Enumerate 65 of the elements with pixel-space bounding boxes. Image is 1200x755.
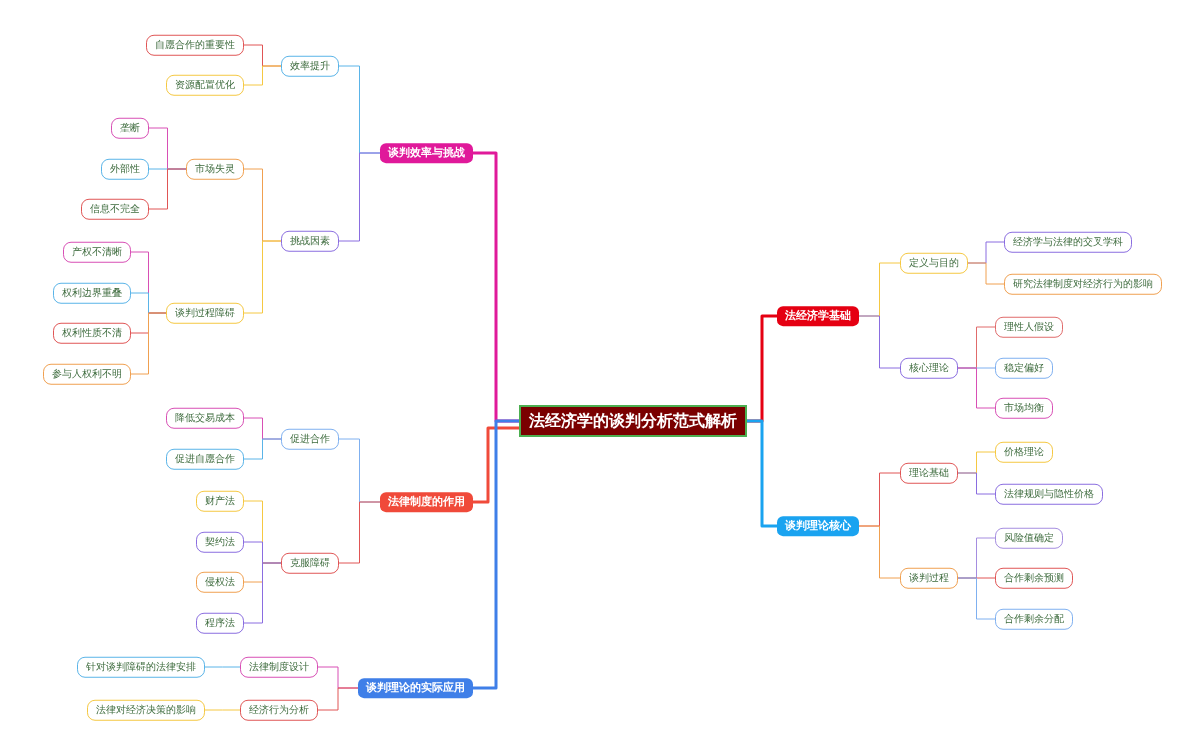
subtopic-box: 克服障碍: [281, 552, 339, 574]
subtopic-box: 核心理论: [900, 357, 958, 379]
subtopic-box: 价格理论: [995, 441, 1053, 463]
connector-line: [130, 312, 167, 375]
main-topic: 谈判效率与挑战: [380, 143, 473, 163]
subtopic-box: 产权不清晰: [63, 241, 131, 263]
connector-line: [747, 419, 777, 528]
connector-line: [338, 501, 381, 564]
subtopic-box: 垄断: [111, 117, 149, 139]
subtopic-box: 针对谈判障碍的法律安排: [77, 656, 205, 678]
connector-line: [243, 562, 282, 624]
subtopic-box: 法律规则与隐性价格: [995, 483, 1103, 505]
connector-line: [957, 472, 996, 495]
subtopic-box: 风险值确定: [995, 527, 1063, 549]
connector-line: [243, 438, 282, 460]
subtopic-box: 法律制度设计: [240, 656, 318, 678]
subtopic-box: 权利边界重叠: [53, 282, 131, 304]
subtopic-box: 合作剩余预测: [995, 567, 1073, 589]
subtopic-box: 程序法: [196, 612, 244, 634]
connector-line: [204, 666, 241, 668]
subtopic-box: 理性人假设: [995, 316, 1063, 338]
subtopic-box: 契约法: [196, 531, 244, 553]
connector-line: [338, 152, 381, 242]
subtopic-box: 市场失灵: [186, 158, 244, 180]
connector-line: [957, 577, 996, 620]
main-topic: 谈判理论核心: [777, 516, 859, 536]
main-topic: 法经济学基础: [777, 306, 859, 326]
subtopic-box: 谈判过程: [900, 567, 958, 589]
subtopic-box: 定义与目的: [900, 252, 968, 274]
connector-line: [473, 419, 519, 690]
connector-line: [473, 426, 519, 504]
subtopic-box: 法律对经济决策的影响: [87, 699, 205, 721]
connector-line: [858, 315, 901, 369]
connector-line: [243, 65, 282, 86]
subtopic-box: 信息不完全: [81, 198, 149, 220]
subtopic-box: 自愿合作的重要性: [146, 34, 244, 56]
connector-line: [957, 367, 996, 409]
subtopic-box: 降低交易成本: [166, 407, 244, 429]
subtopic-box: 市场均衡: [995, 397, 1053, 419]
connector-line: [204, 709, 241, 711]
subtopic-box: 挑战因素: [281, 230, 339, 252]
connector-line: [317, 687, 359, 711]
connector-line: [243, 240, 282, 314]
subtopic-box: 合作剩余分配: [995, 608, 1073, 630]
subtopic-box: 研究法律制度对经济行为的影响: [1004, 273, 1162, 295]
subtopic-box: 参与人权利不明: [43, 363, 131, 385]
subtopic-box: 经济行为分析: [240, 699, 318, 721]
connector-line: [858, 525, 901, 579]
subtopic-box: 外部性: [101, 158, 149, 180]
subtopic-box: 促进自愿合作: [166, 448, 244, 470]
main-topic: 法律制度的作用: [380, 492, 473, 512]
main-topic: 谈判理论的实际应用: [358, 678, 473, 698]
subtopic-box: 资源配置优化: [166, 74, 244, 96]
subtopic-box: 权利性质不清: [53, 322, 131, 344]
subtopic-box: 促进合作: [281, 428, 339, 450]
subtopic-box: 财产法: [196, 490, 244, 512]
subtopic-box: 谈判过程障碍: [166, 302, 244, 324]
subtopic-box: 经济学与法律的交叉学科: [1004, 231, 1132, 253]
connector-line: [148, 168, 187, 210]
subtopic-box: 理论基础: [900, 462, 958, 484]
subtopic-box: 稳定偏好: [995, 357, 1053, 379]
connector-line: [967, 262, 1005, 285]
central-topic: 法经济学的谈判分析范式解析: [519, 405, 747, 437]
subtopic-box: 侵权法: [196, 571, 244, 593]
subtopic-box: 效率提升: [281, 55, 339, 77]
